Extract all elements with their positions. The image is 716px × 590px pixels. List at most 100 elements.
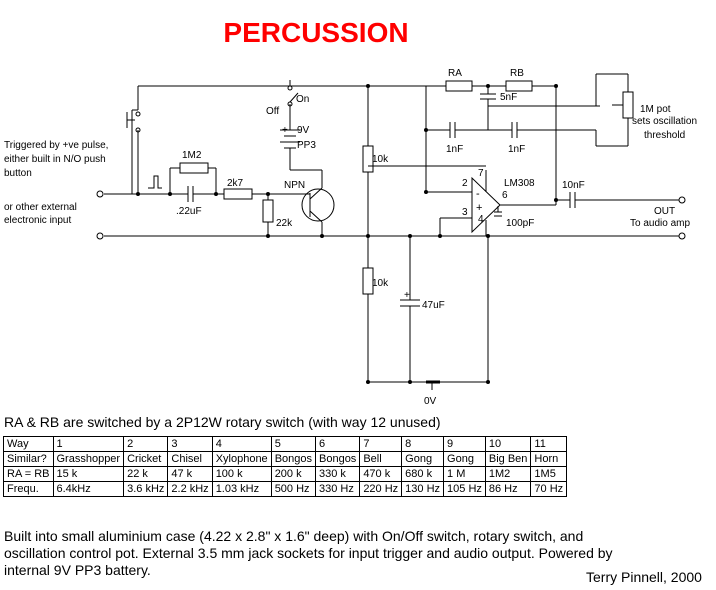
opamp-minus: - xyxy=(476,188,480,200)
pin2-label: 2 xyxy=(462,178,468,189)
table-cell: 330 Hz xyxy=(314,481,361,497)
table-cell: 5 xyxy=(270,436,317,452)
transistor-label: NPN xyxy=(284,180,305,191)
battery-type-label: PP3 xyxy=(297,140,316,151)
table-cell: Cricket xyxy=(123,451,169,467)
c-47uf-label: 47uF xyxy=(422,300,445,311)
table-cell: Similar? xyxy=(3,451,54,467)
table-cell: 70 Hz xyxy=(530,481,568,497)
table-cell: RA = RB xyxy=(3,466,54,482)
c-5nf-label: 5nF xyxy=(500,92,517,103)
r-10k-top-label: 10k xyxy=(372,154,389,165)
table-cell: Way xyxy=(3,436,54,452)
pin4-label: 4 xyxy=(478,214,484,225)
pin7-label: 7 xyxy=(478,168,484,179)
table-cell: 10 xyxy=(484,436,532,452)
r-input-label: 1M2 xyxy=(182,150,202,161)
table-cell: 1M2 xyxy=(484,466,532,482)
battery-plus: + xyxy=(282,125,288,136)
table-cell: 1M5 xyxy=(530,466,568,482)
table-cell: Frequ. xyxy=(3,481,54,497)
circuit-schematic: PERCUSSION Triggered by +ve pulse, eithe… xyxy=(4,17,697,407)
c-100pf-label: 100pF xyxy=(506,218,534,229)
table-cell: 6 xyxy=(314,436,361,452)
table-cell: 8 xyxy=(401,436,445,452)
table-cell: 47 k xyxy=(167,466,213,482)
pot-note-2: sets oscillation xyxy=(632,116,697,127)
table-cell: Xylophone xyxy=(211,451,272,467)
svg-text:either built in N/O push: either built in N/O push xyxy=(4,154,106,165)
c-input-label: .22uF xyxy=(176,206,202,217)
table-cell: 3 xyxy=(167,436,213,452)
table-cell: Gong xyxy=(401,451,445,467)
table-cell: 2.2 kHz xyxy=(167,481,213,497)
description: Built into small aluminium case (4.22 x … xyxy=(4,528,613,578)
table-cell: Big Ben xyxy=(484,451,532,467)
table-cell: Gong xyxy=(443,451,486,467)
table-cell: Bell xyxy=(359,451,403,467)
table-cell: Horn xyxy=(530,451,568,467)
table-cell: 22 k xyxy=(123,466,169,482)
c-1nf-b-label: 1nF xyxy=(508,144,525,155)
svg-text:sets oscillation: sets oscillation xyxy=(632,116,697,127)
table-cell: 6.4kHz xyxy=(52,481,125,497)
pot-note-3: threshold xyxy=(644,130,685,141)
table-cell: 9 xyxy=(443,436,486,452)
svg-text:or other external: or other external xyxy=(4,202,77,213)
ground-label: 0V xyxy=(424,396,437,407)
battery-v-label: 9V xyxy=(297,125,310,136)
svg-text:Triggered by +ve pulse,: Triggered by +ve pulse, xyxy=(4,140,108,151)
table-cell: Bongos xyxy=(314,451,361,467)
table-cell: 105 Hz xyxy=(443,481,486,497)
table-cell: 680 k xyxy=(401,466,445,482)
svg-text:button: button xyxy=(4,168,32,179)
rb-label: RB xyxy=(510,68,524,79)
c-1nf-a-label: 1nF xyxy=(446,144,463,155)
table-cell: 470 k xyxy=(359,466,403,482)
c-47uf-plus: + xyxy=(404,290,410,301)
ra-label: RA xyxy=(448,68,462,79)
table-cell: 4 xyxy=(211,436,272,452)
table-cell: 1.03 kHz xyxy=(211,481,272,497)
trigger-note-1: Triggered by +ve pulse, xyxy=(4,140,108,151)
schematic-title: PERCUSSION xyxy=(223,17,408,48)
table-cell: 130 Hz xyxy=(401,481,445,497)
r-22k-label: 22k xyxy=(276,218,293,229)
table-cell: 2 xyxy=(123,436,169,452)
rotary-switch-note: RA & RB are switched by a 2P12W rotary s… xyxy=(4,414,441,430)
table-cell: 7 xyxy=(359,436,403,452)
pin6-label: 6 xyxy=(502,190,508,201)
table-cell: 1 xyxy=(52,436,125,452)
c-10nf-label: 10nF xyxy=(562,180,585,191)
table-cell: 11 xyxy=(530,436,568,452)
trigger-note-3: button xyxy=(4,168,32,179)
table-cell: 220 Hz xyxy=(359,481,403,497)
r-2k7-label: 2k7 xyxy=(227,178,244,189)
external-note-2: electronic input xyxy=(4,215,71,226)
trigger-note-2: either built in N/O push xyxy=(4,154,106,165)
r-10k-bottom-label: 10k xyxy=(372,278,389,289)
credit: Terry Pinnell, 2000 xyxy=(586,569,702,585)
opamp-plus: + xyxy=(476,202,482,214)
table-cell: 500 Hz xyxy=(270,481,317,497)
out-label: OUT xyxy=(654,206,675,217)
table-cell: 86 Hz xyxy=(484,481,532,497)
pot-note-1: 1M pot xyxy=(640,104,671,115)
svg-text:1M pot: 1M pot xyxy=(640,104,671,115)
switch-off-label: Off xyxy=(266,106,279,117)
table-cell: 1 M xyxy=(443,466,486,482)
svg-text:threshold: threshold xyxy=(644,130,685,141)
table-cell: Grasshopper xyxy=(52,451,125,467)
out-dest-label: To audio amp xyxy=(630,218,690,229)
switch-on-label: On xyxy=(296,94,309,105)
table-cell: 100 k xyxy=(211,466,272,482)
table-cell: 330 k xyxy=(314,466,361,482)
external-note-1: or other external xyxy=(4,202,77,213)
opamp-label: LM308 xyxy=(504,178,535,189)
svg-text:electronic input: electronic input xyxy=(4,215,71,226)
table-cell: Chisel xyxy=(167,451,213,467)
